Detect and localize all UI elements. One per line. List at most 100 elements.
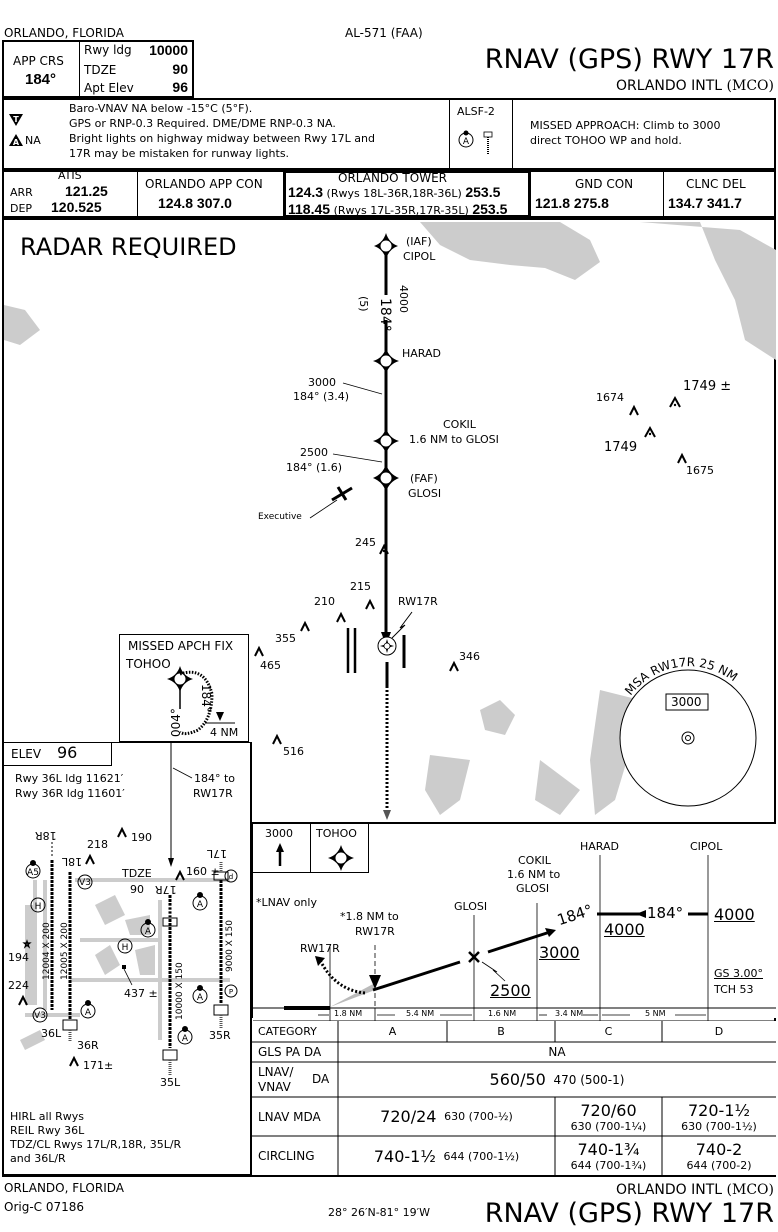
footer-coords: 28° 26′N-81° 19′W	[328, 1206, 431, 1219]
obstacle-elev: 1749	[604, 440, 638, 455]
svg-text:A5: A5	[27, 868, 39, 878]
lnav-d-haa: 630 (700-1½)	[681, 1119, 757, 1133]
obstacle-icon	[365, 598, 375, 610]
circling-ab-mda: 740-1½	[373, 1146, 436, 1166]
profile-glosi-alt: 2500	[490, 981, 531, 1000]
approach-course-note-2: RW17R	[193, 787, 233, 800]
msa-altitude: 3000	[671, 695, 702, 709]
alternate-minimums-icon: A	[9, 134, 23, 147]
diagram-obstacle-elev: 224	[8, 979, 29, 992]
lighting-note-3: TDZ/CL Rwys 17L/R,18R, 35L/R	[10, 1138, 182, 1151]
rwy-ldg-label: Rwy ldg	[84, 43, 132, 57]
airport-code: (MCO)	[726, 78, 774, 94]
lnav-only-note: *LNAV only	[256, 896, 317, 909]
arr-freq: 121.25	[65, 183, 108, 199]
profile-glosi: GLOSI	[454, 900, 488, 913]
waypoint-cipol-icon	[374, 233, 398, 259]
dep-freq: 120.525	[51, 199, 102, 215]
obstacle-elev: 355	[275, 632, 296, 645]
lnav-ab-minimums: 720/24 630 (700-½)	[338, 1097, 555, 1136]
airport-name-text: ORLANDO INTL	[615, 78, 723, 94]
footer-title: RNAV (GPS) RWY 17R	[484, 1198, 774, 1229]
profile-cokil-1: COKIL	[518, 854, 551, 867]
category-label: CATEGORY	[258, 1025, 317, 1038]
profile-cipol: CIPOL	[690, 840, 723, 853]
missed-fix-icon-box	[311, 823, 369, 873]
cokil-leg-course: 184° (1.6)	[286, 461, 343, 474]
gnd-con-label: GND CON	[575, 177, 634, 191]
diagram-obstacle-markers	[18, 826, 185, 1067]
lnav-ab-mda: 720/24	[380, 1107, 437, 1126]
note-line-3: Bright lights on highway midway between …	[69, 132, 375, 145]
lnav-only-text: LNAV only	[261, 896, 317, 909]
missed-fix-name: TOHOO	[126, 657, 171, 671]
circling-ab-minimums: 740-1½ 644 (700-1½)	[338, 1136, 555, 1176]
profile-cokil-alt: 3000	[539, 943, 580, 962]
svg-text:V3: V3	[79, 878, 91, 888]
runway-waypoint-icon	[377, 636, 397, 656]
circling-c-haa: 644 (700-1¾)	[570, 1159, 647, 1172]
tdze-diagram-value: 90	[130, 883, 144, 896]
gls-label: GLS PA DA	[258, 1045, 322, 1059]
svg-text:A: A	[145, 927, 152, 937]
radar-required: RADAR REQUIRED	[20, 233, 237, 261]
category-d: D	[714, 1025, 724, 1038]
svg-text:A: A	[197, 900, 204, 910]
rw17r-label: RW17R	[398, 595, 438, 608]
cipol-role: (IAF)	[406, 235, 432, 248]
mapt-note-2: RW17R	[355, 925, 395, 938]
tower-rwys-2: (Rwys 17L-35R,17R-35L)	[333, 204, 469, 217]
obstacle-icon	[669, 395, 681, 408]
lnav-vnav-label-2: VNAV	[258, 1080, 291, 1094]
mapt-note-1: *1.8 NM to	[340, 910, 399, 923]
tdze-value: 90	[172, 61, 188, 77]
missed-approach-point-icon	[369, 975, 381, 989]
clnc-del-freq: 134.7 341.7	[668, 195, 742, 211]
diagram-obstacle-elev: 194	[8, 951, 29, 964]
profile-cipol-alt: 4000	[714, 905, 755, 924]
svg-text:T: T	[13, 115, 19, 124]
threshold-crossing-height: TCH 53	[714, 983, 754, 996]
obstacle-icon	[272, 733, 282, 745]
executive-airport-icon	[331, 486, 353, 502]
obstacle-icon	[69, 1055, 79, 1067]
note-line-4: 17R may be mistaken for runway lights.	[69, 147, 290, 160]
tohoo-waypoint-icon	[328, 845, 354, 871]
minimums-table	[252, 1021, 776, 1176]
missed-fix-title: MISSED APCH FIX	[128, 639, 234, 653]
obstacle-icon	[254, 645, 264, 657]
profile-cokil-2: 1.6 NM to	[507, 868, 561, 881]
airport-beacon-icon	[22, 939, 32, 949]
mapt-note-text: 1.8 NM to	[345, 910, 399, 923]
cokil-name: COKIL	[443, 418, 476, 431]
runway-label-35l: 35L	[160, 1076, 181, 1089]
alternate-na: NA	[25, 134, 41, 147]
missed-climb-altitude: 3000	[265, 827, 293, 840]
briefing-box	[2, 40, 194, 98]
footer-airport-code: (MCO)	[726, 1182, 774, 1198]
cipol-name: CIPOL	[403, 250, 436, 263]
svg-text:d: d	[229, 873, 233, 881]
app-crs-value: 184°	[25, 71, 57, 88]
profile-rw17r: RW17R	[300, 942, 340, 955]
lnav-vnav-label-3: DA	[312, 1072, 330, 1086]
lnav-c-mda: 720/60	[580, 1100, 637, 1120]
obstacle-icon	[85, 853, 95, 865]
water-body	[640, 222, 776, 360]
gls-value: NA	[548, 1045, 566, 1059]
apt-elev-value: 96	[172, 79, 188, 95]
distance-segment: 3.4 NM	[555, 1009, 584, 1018]
tdze-diagram-label: TDZE	[122, 867, 152, 880]
category-a: A	[388, 1025, 397, 1038]
approach-course-note-1: 184° to	[194, 772, 236, 785]
obstacle-icon	[677, 452, 687, 464]
note-line-1: Baro-VNAV NA below -15°C (5°F).	[69, 102, 253, 115]
app-crs-label: APP CRS	[13, 54, 64, 68]
obstacle-icon	[644, 425, 656, 438]
runway-label-35r: 35R	[209, 1029, 231, 1042]
cokil-note: 1.6 NM to GLOSI	[409, 433, 499, 446]
obstacle-markers	[254, 395, 687, 745]
glideslope-angle: GS 3.00°	[714, 967, 763, 980]
apt-elev-label: Apt Elev	[84, 81, 134, 95]
